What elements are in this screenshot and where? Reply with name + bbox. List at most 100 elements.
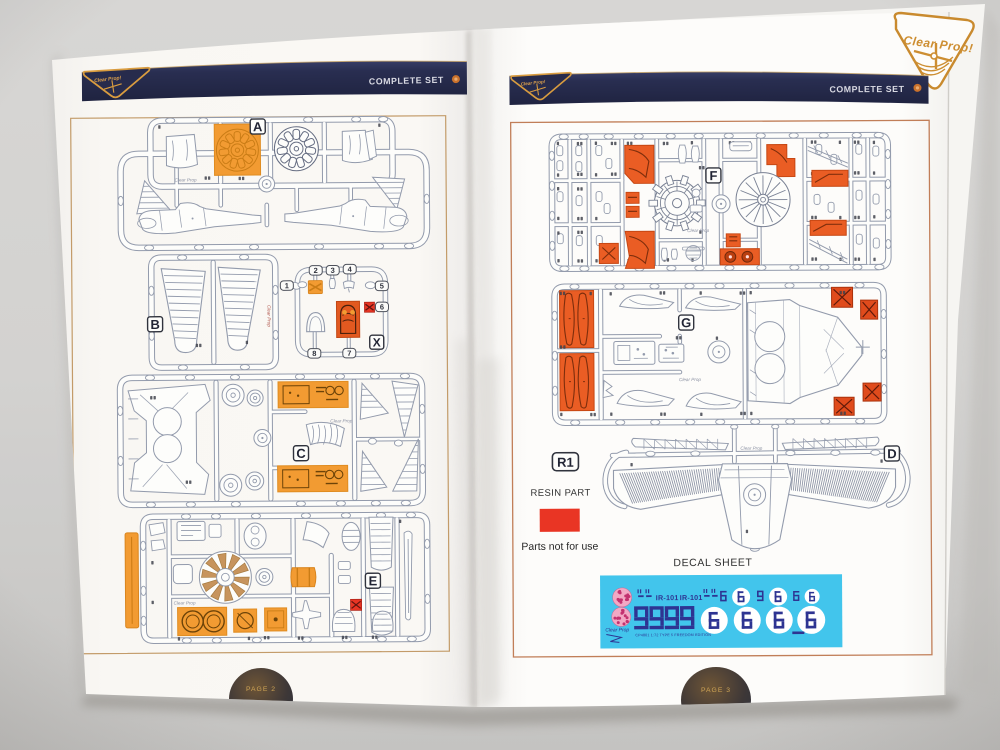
sprue-f-masked-cowl-bottom [624,230,655,269]
sprue-d-brand-stamp: Clear Prop [740,446,762,451]
sprue-b-brand-stamp: Clear Prop [266,305,271,327]
sprue-g-red-square-3 [862,382,882,402]
header-title-left: COMPLETE SET [369,75,444,87]
sprue-e-masked-wheels [177,606,228,637]
sprue-g-red-square-4 [833,396,855,416]
clear-part-number-1: 1 [279,280,294,291]
not-for-use-swatch [539,508,580,532]
propeller-icon [529,83,546,96]
sprue-c-brand-stamp: Clear Prop [330,418,352,423]
header-bar-left [81,61,468,102]
sprue-a-masked-engine-part [213,123,262,176]
sprue-a-diagram: Clear Prop A [117,115,431,252]
clear-part-number-4: 4 [342,263,357,275]
sprue-d-label: D [883,445,901,462]
sprue-a-brand-stamp: Clear Prop [175,177,197,182]
sprue-f-brand-stamp: Clear Prop [687,228,709,233]
header-logo-right: Clear Prop! [510,71,572,101]
sprue-g-label: G [677,314,695,331]
page-label-right-text: PAGE 3 [701,687,731,694]
sprue-g-fuselage-top [747,298,870,405]
sprue-e-brand-stamp: Clear Prop [174,600,196,605]
sprue-b-label-text: B [150,317,159,332]
sprue-e-red-part [350,598,363,611]
decal-registration-2: IR-101 [680,593,703,602]
sprue-f-label: F [705,167,722,184]
sprue-c-masked-panel-2 [277,464,349,493]
sprue-e-label: E [364,572,382,589]
sprue-g-label-text: G [681,315,691,330]
page-label-left: PAGE 2 [229,668,293,707]
sprue-g-masked-flaps-2 [559,353,595,412]
header-logo-left: Clear Prop! [82,66,151,99]
propeller-icon [912,43,954,76]
sprue-c-masked-panel-1 [277,380,349,409]
sprue-f-diagram: Clear Prop F [548,131,892,272]
svg-text:Clear Prop!: Clear Prop! [94,75,122,84]
sprue-f-masked-sq2 [725,233,741,248]
clear-part-number-6: 6 [374,301,390,313]
sprue-f-masked-wheelbar [719,248,760,266]
resin-label-text: R1 [557,455,574,470]
resin-part-title: RESIN PART [530,488,590,499]
propeller-icon [103,80,122,93]
svg-text:Clear Prop!: Clear Prop! [520,79,546,87]
clear-part-number-2: 2 [308,265,323,276]
sprue-f-masked-square [598,242,619,265]
sprue-f-masked-bar-top [811,169,849,187]
svg-text:Clear Prop: Clear Prop [605,627,629,633]
sprue-g-diagram: Clear Prop G [551,281,888,426]
sprue-g-brand-stamp: Clear Prop [679,377,701,382]
sprue-x-label: X [369,334,385,350]
resin-label-box [551,451,580,472]
sprue-c-label-text: C [296,446,306,461]
svg-text:6: 6 [380,303,384,312]
sprue-f-label-text: F [709,168,717,183]
svg-text:1: 1 [285,281,289,290]
sprue-f-masked-small-1 [625,191,640,218]
sprue-f-masked-bar-bottom [809,219,847,236]
page-label-right: PAGE 3 [681,667,751,707]
sprue-x-masked-canopy [335,300,361,338]
svg-text:4: 4 [348,265,353,274]
svg-text:5: 5 [380,282,384,291]
sprue-d-label-text: D [887,446,896,461]
sprue-x-masked-gunsight [307,280,323,295]
sprue-b-label: B [146,315,164,333]
sprue-e-masked-part [290,567,317,588]
sprue-x-label-text: X [373,335,381,349]
header-title-right: COMPLETE SET [829,84,904,94]
sprue-g-red-square-1 [831,286,854,308]
sprue-f-masked-cowl-top [624,144,655,184]
sprue-x-red-part [364,301,375,313]
sprue-g-masked-flaps-1 [559,290,595,349]
header-bar-right [509,71,929,105]
content-frame-right [509,119,933,658]
sprue-d-diagram: Clear Prop D [602,423,911,552]
svg-text:2: 2 [314,266,318,275]
sprue-f-masked-lpart [766,144,796,178]
sprue-a-label: A [249,118,266,135]
decal-registration-1: IR-101 [656,593,679,602]
svg-text:3: 3 [331,266,335,275]
clear-part-number-3: 3 [325,264,340,276]
back-cover-shadow [960,4,1000,700]
sprue-e-masking-strip [124,532,140,629]
svg-text:8: 8 [312,349,316,358]
sprue-f-crest-stamp [681,245,705,261]
clear-part-number-8: 8 [307,348,322,359]
clearprop-logo: Clear Prop! [893,11,975,90]
page-label-left-text: PAGE 2 [246,686,276,693]
sprue-g-red-square-2 [860,299,879,320]
decal-footnote: CP4801 1:72 TYPE 5 FREEDOM EDITION [635,633,711,637]
sprue-e-masked-ring [233,608,258,633]
sprue-d-wing [612,462,897,550]
sprue-e-label-text: E [369,573,378,588]
